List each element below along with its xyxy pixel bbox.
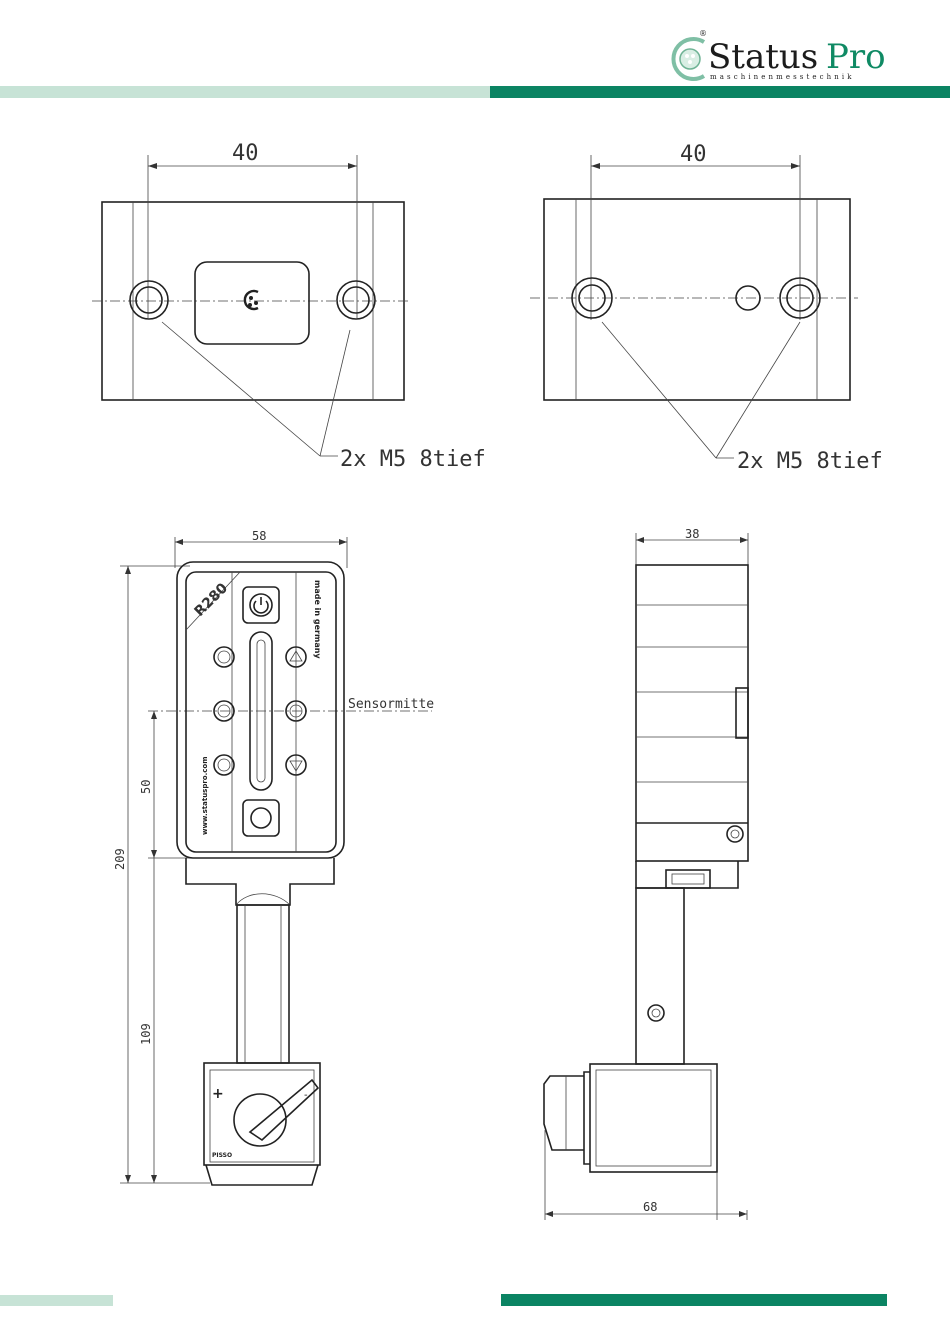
callout-right: 2x M5 8tief [737,449,883,474]
url-label: www.statuspro.com [201,756,209,835]
drawing-side-view: 38 68 [544,527,748,1220]
dim-209: 209 [113,848,127,870]
dim-40-right: 40 [680,142,707,167]
drawing-top-left: 40 2x M5 8tief [92,141,486,472]
dim-58: 58 [252,529,266,543]
model-badge: R280 [192,580,232,620]
power-icon [254,597,268,613]
dim-40-left: 40 [232,141,259,166]
dim-38: 38 [685,527,699,541]
dim-50: 50 [139,780,153,794]
dim-68: 68 [643,1200,657,1214]
logo-emblem-icon [245,291,258,309]
minus-icon: - [304,1090,308,1101]
dim-109: 109 [139,1023,153,1045]
callout-left: 2x M5 8tief [340,447,486,472]
sensor-center-label: Sensormitte [348,697,434,712]
made-in-label: made in germany [313,580,322,659]
drawing-front-view: 58 209 50 109 Sensormitte R280 mad [113,529,434,1185]
base-brand-label: PISSO [212,1152,232,1159]
drawing-top-right: 40 2x M5 8tief [530,142,883,474]
plus-icon: + [212,1086,224,1102]
